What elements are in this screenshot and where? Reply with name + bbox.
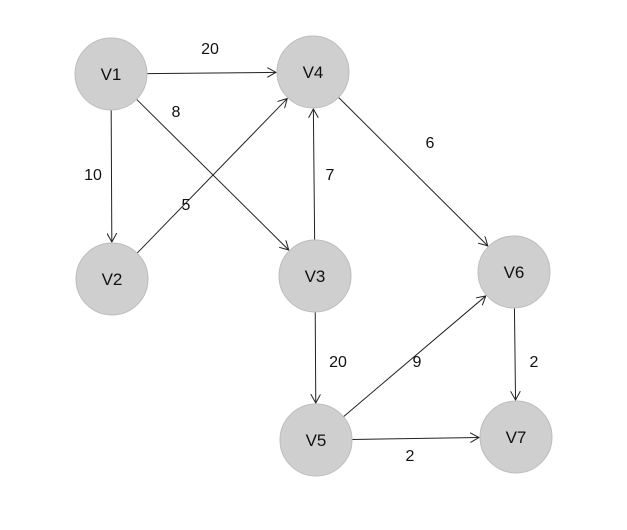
edge-v1-v4 <box>146 72 276 73</box>
node-v2: V2 <box>75 242 149 316</box>
edge-weight-v2-v4: 5 <box>182 197 191 214</box>
node-circle <box>278 239 352 313</box>
node-label: V5 <box>306 431 327 450</box>
edge-weight-v1-v3: 8 <box>172 104 181 121</box>
node-label: V7 <box>506 428 527 447</box>
edge-weight-v5-v7: 2 <box>406 448 415 465</box>
node-circle <box>477 235 551 309</box>
node-label: V6 <box>504 263 525 282</box>
node-label: V4 <box>303 63 324 82</box>
edge-v6-v7 <box>514 307 515 400</box>
node-circle <box>279 403 353 477</box>
node-v6: V6 <box>477 235 551 309</box>
node-label: V3 <box>305 267 326 286</box>
edge-weight-v1-v2: 10 <box>84 167 102 184</box>
edge-weight-v6-v7: 2 <box>530 354 539 371</box>
edge-v2-v4 <box>136 99 287 254</box>
edge-weight-v3-v5: 20 <box>329 354 347 371</box>
node-circle <box>75 242 149 316</box>
edge-v1-v2 <box>111 109 112 242</box>
edge-weight-v5-v6: 9 <box>413 354 422 371</box>
edge-v4-v6 <box>338 97 488 246</box>
node-v4: V4 <box>276 35 350 109</box>
node-label: V1 <box>101 65 122 84</box>
edge-weight-v1-v4: 20 <box>201 41 219 58</box>
edge-v3-v5 <box>315 311 316 403</box>
node-v3: V3 <box>278 239 352 313</box>
node-circle <box>479 400 553 474</box>
node-circle <box>74 37 148 111</box>
edge-v5-v7 <box>351 438 479 440</box>
node-label: V2 <box>102 270 123 289</box>
edge-weight-v4-v6: 6 <box>426 135 435 152</box>
node-v1: V1 <box>74 37 148 111</box>
edge-v3-v4 <box>313 109 314 241</box>
node-v7: V7 <box>479 400 553 474</box>
node-circle <box>276 35 350 109</box>
node-v5: V5 <box>279 403 353 477</box>
edge-weights-layer: 20 10 8 5 7 6 20 9 2 2 <box>84 41 538 465</box>
edge-v5-v6 <box>343 296 485 418</box>
edge-weight-v3-v4: 7 <box>326 167 335 184</box>
edges-layer <box>111 72 515 439</box>
